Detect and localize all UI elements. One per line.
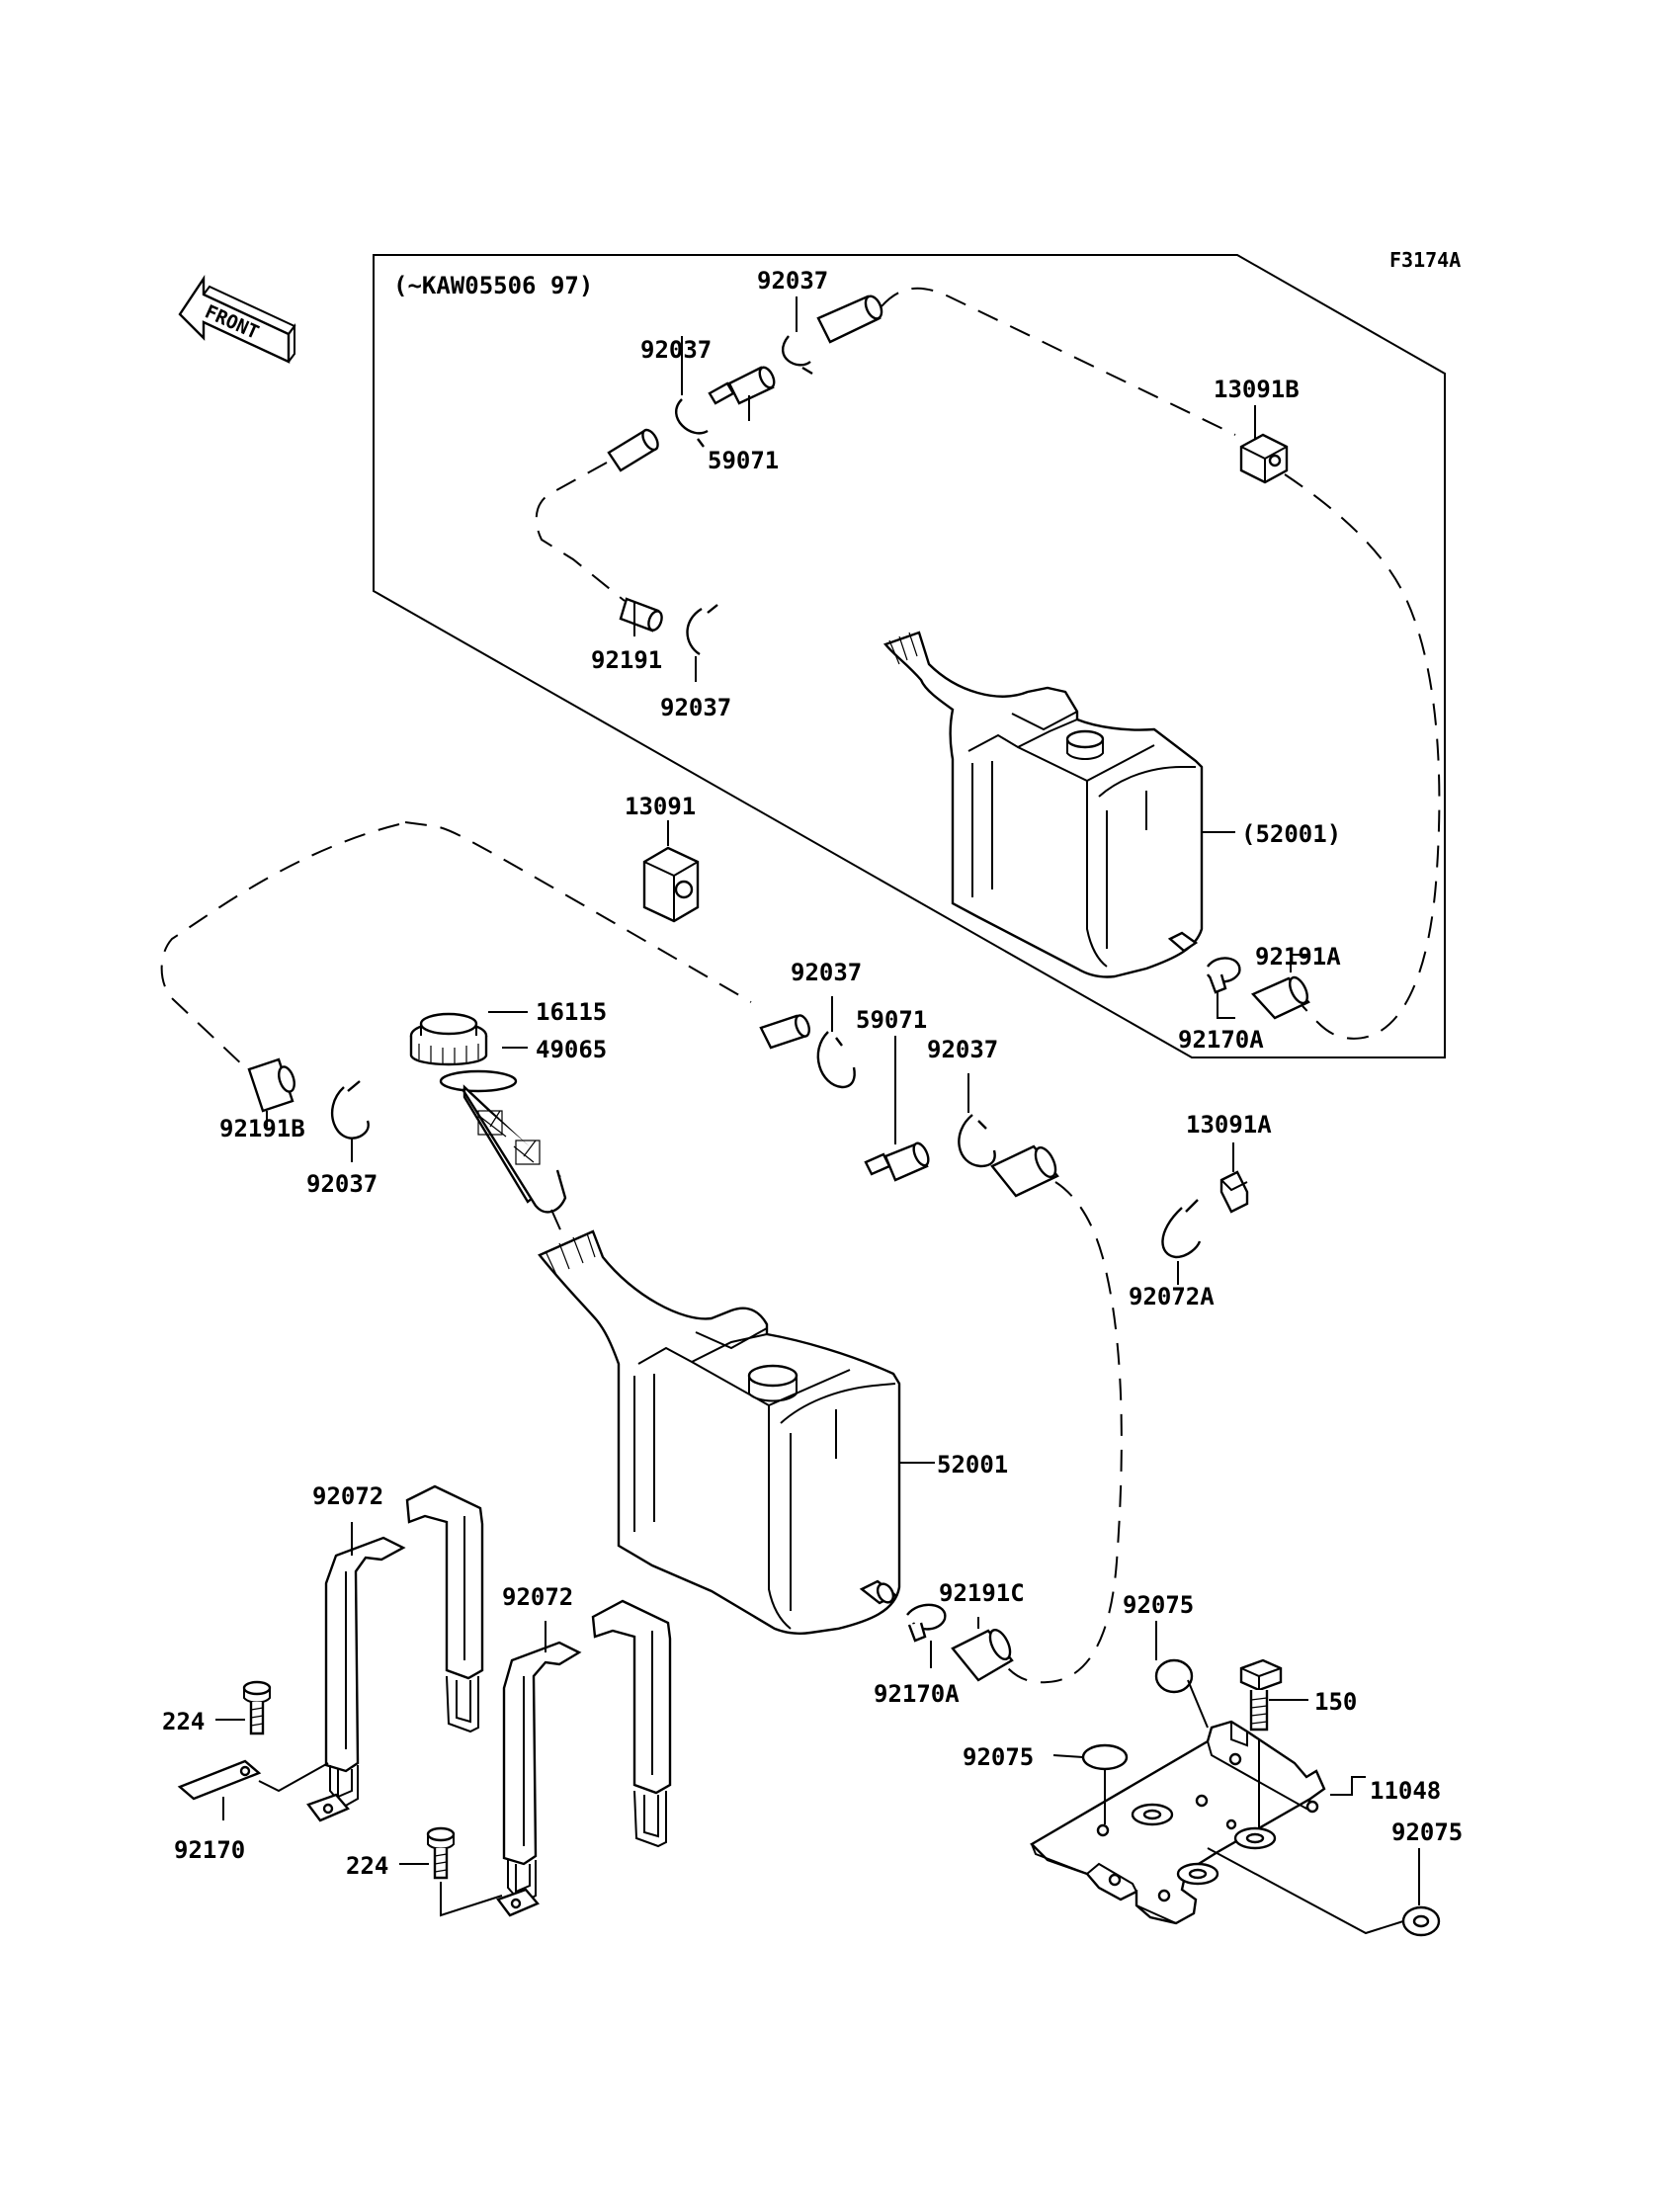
inset-damper-13091B [1239, 433, 1289, 484]
label-52001: 52001 [937, 1451, 1008, 1479]
check-valve-59071 [864, 1141, 930, 1182]
bolt-224-left [242, 1680, 272, 1735]
damper-13091 [642, 846, 700, 923]
clip-92037-mid [816, 1031, 856, 1089]
label-92037-mid: 92037 [791, 959, 862, 986]
inset-oil-tank [882, 631, 1204, 978]
label-13091: 13091 [625, 793, 696, 820]
label-92037-left-low: 92037 [306, 1170, 378, 1198]
band-92170 [177, 1759, 262, 1801]
inset-routing-line-right [1284, 473, 1441, 1040]
label-92037-top: 92037 [757, 267, 828, 295]
gasket-strainer-49065 [439, 1069, 567, 1214]
inset-caption: (~KAW05506 97) [393, 272, 593, 299]
label-92170A: 92170A [874, 1680, 960, 1708]
label-92170A-inset: 92170A [1178, 1026, 1264, 1054]
inset-clip-left [675, 398, 709, 448]
mid-leaders [266, 996, 979, 1668]
inset-clip-top [781, 335, 813, 376]
figure-code: F3174A [1389, 248, 1461, 272]
label-150: 150 [1314, 1688, 1357, 1716]
inset-clip-low [686, 604, 718, 656]
inset-hose-top [816, 295, 883, 344]
label-49065: 49065 [536, 1036, 607, 1063]
band-to-strap-line [258, 1762, 329, 1793]
label-224-left: 224 [162, 1708, 205, 1735]
inset-routing-line-top [881, 287, 1236, 436]
cap-alignment-line [550, 1209, 568, 1246]
label-11048: 11048 [1370, 1777, 1441, 1805]
hose-92191B [247, 1057, 295, 1113]
label-92037-mid-right: 92037 [927, 1036, 998, 1063]
routing-line-main-top [404, 821, 752, 1003]
label-92037-inset-low: 92037 [660, 694, 731, 721]
grommet-92075-mid [1081, 1743, 1129, 1771]
label-92072-left: 92072 [312, 1482, 383, 1510]
inset-clamp-92170A [1206, 957, 1241, 994]
label-92075-top: 92075 [1123, 1591, 1194, 1619]
strap-92072-right [496, 1641, 582, 1917]
label-13091B: 13091B [1214, 376, 1300, 403]
strap-92072-left-rear [405, 1484, 484, 1733]
label-92072A: 92072A [1129, 1283, 1215, 1310]
damper-13091A [1219, 1170, 1249, 1214]
label-92170: 92170 [174, 1836, 245, 1864]
label-92037-left-top: 92037 [640, 336, 712, 364]
hose-92191C [951, 1628, 1014, 1682]
bolt-150 [1239, 1658, 1283, 1732]
label-92191B: 92191B [219, 1115, 305, 1142]
label-92191A: 92191A [1255, 943, 1341, 971]
label-16115: 16115 [536, 998, 607, 1026]
front-arrow-icon: FRONT [178, 275, 296, 364]
bolt-224-right [426, 1826, 456, 1880]
inset-hose-92191 [619, 597, 663, 633]
inset-leaders [633, 296, 1308, 1019]
label-52001-inset: (52001) [1241, 820, 1341, 848]
hose-mid-left [759, 1014, 810, 1050]
label-59071-mid: 59071 [856, 1006, 927, 1034]
inset-hose-92191A [1250, 975, 1310, 1020]
bracket-leaders [1052, 1621, 1420, 1935]
inset-check-valve [708, 366, 776, 405]
grommet-92075-top [1154, 1658, 1194, 1694]
label-92075-mid: 92075 [963, 1743, 1034, 1771]
clip-92037-mid-right [958, 1114, 996, 1168]
strap-92072-left [306, 1536, 406, 1822]
label-92191: 92191 [591, 646, 662, 674]
inset-routing-line-left [535, 462, 626, 602]
clamp-92072A [1161, 1199, 1202, 1259]
clip-92037-left-low [331, 1080, 370, 1140]
oil-tank-52001 [538, 1229, 901, 1635]
label-13091A: 13091A [1186, 1111, 1272, 1139]
strap-92072-right-rear [591, 1599, 672, 1848]
inset-hose-short [607, 428, 659, 472]
label-92191C: 92191C [939, 1579, 1025, 1607]
routing-line-main-right [1007, 1181, 1123, 1684]
bolt-to-strap-line [440, 1882, 503, 1917]
label-59071-top: 59071 [708, 447, 779, 474]
inset-border [373, 254, 1446, 1058]
label-92075-right: 92075 [1391, 1818, 1463, 1846]
label-92072-right: 92072 [502, 1583, 573, 1611]
bracket-11048 [1030, 1720, 1326, 1925]
label-224-right: 224 [346, 1852, 388, 1880]
routing-line-main-left [160, 823, 400, 1068]
clamp-92170A [906, 1603, 947, 1643]
hose-mid-right [990, 1144, 1059, 1198]
filler-cap-16115 [409, 1012, 488, 1066]
washer-92075-right [1401, 1905, 1441, 1937]
